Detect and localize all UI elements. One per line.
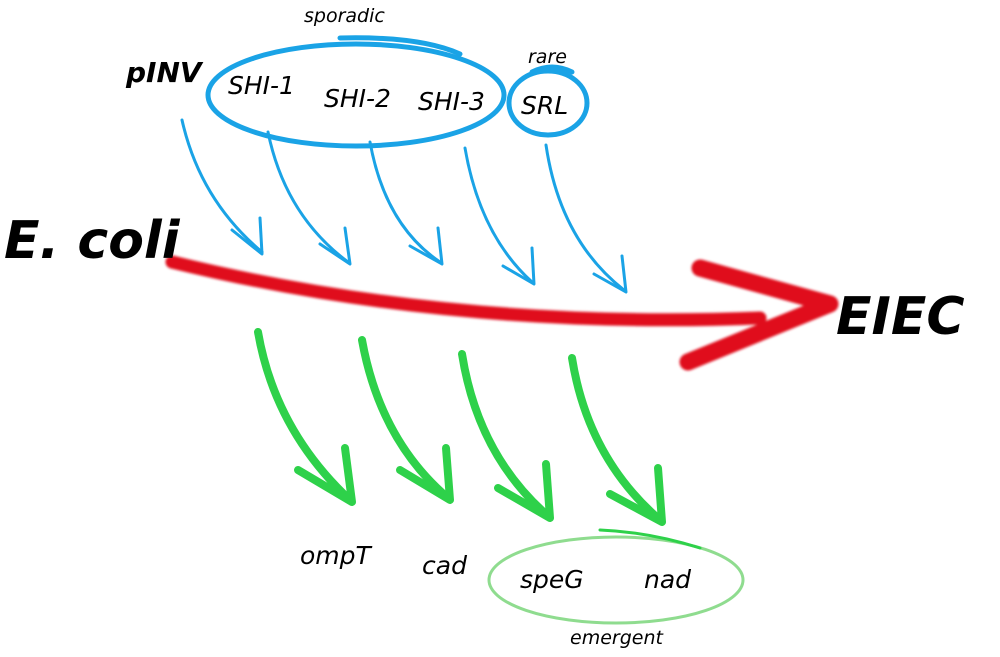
arrow-cad-head bbox=[396, 444, 454, 504]
arrow-shi2-head bbox=[408, 226, 444, 266]
arrow-srl bbox=[544, 143, 626, 292]
arrow-ompt bbox=[254, 328, 354, 504]
evolution-arrow-head bbox=[679, 259, 839, 371]
arrow-speg-head bbox=[494, 460, 554, 522]
rare-label: rare bbox=[528, 46, 567, 68]
arrow-shi2 bbox=[368, 140, 442, 264]
islands-ellipse bbox=[205, 41, 507, 149]
evolution-arrow bbox=[165, 255, 839, 371]
arrow-cad bbox=[358, 336, 452, 502]
sporadic-bracket bbox=[337, 35, 463, 57]
emergent-ellipse bbox=[487, 535, 745, 625]
rare-bracket bbox=[529, 64, 575, 75]
loss-arrows bbox=[254, 328, 666, 526]
acquisition-arrows bbox=[180, 118, 628, 294]
evolution-arrow-shaft bbox=[165, 255, 767, 327]
emergent-label: emergent bbox=[570, 627, 664, 649]
island-label-1: SHI-1 bbox=[228, 71, 295, 100]
sporadic-label: sporadic bbox=[304, 5, 385, 27]
island-label-2: SHI-2 bbox=[324, 84, 391, 113]
gene-label-speg: speG bbox=[520, 565, 584, 594]
arrow-shi1 bbox=[266, 130, 350, 264]
arrow-speg bbox=[458, 350, 552, 520]
plasmid-label: pINV bbox=[125, 56, 204, 89]
arrow-srl-head bbox=[592, 254, 628, 294]
island-label-3: SHI-3 bbox=[418, 87, 485, 116]
arrow-pinv bbox=[180, 118, 264, 254]
source-label: E. coli bbox=[4, 211, 181, 271]
arrow-nad bbox=[568, 354, 664, 524]
arrow-shi1-head bbox=[318, 226, 352, 266]
srl-label: SRL bbox=[521, 91, 568, 120]
arrow-pinv-head bbox=[230, 216, 264, 256]
arrow-nad-head bbox=[606, 464, 666, 526]
target-label: EIEC bbox=[836, 287, 965, 347]
arrow-shi3 bbox=[463, 146, 534, 284]
srl-circle bbox=[506, 68, 590, 138]
arrow-shi3-head bbox=[501, 246, 536, 286]
emergent-bracket bbox=[598, 528, 702, 550]
gene-label-cad: cad bbox=[422, 551, 467, 580]
gene-label-ompt: ompT bbox=[300, 541, 373, 570]
arrow-ompt-head bbox=[294, 444, 356, 506]
gene-label-nad: nad bbox=[644, 565, 691, 594]
